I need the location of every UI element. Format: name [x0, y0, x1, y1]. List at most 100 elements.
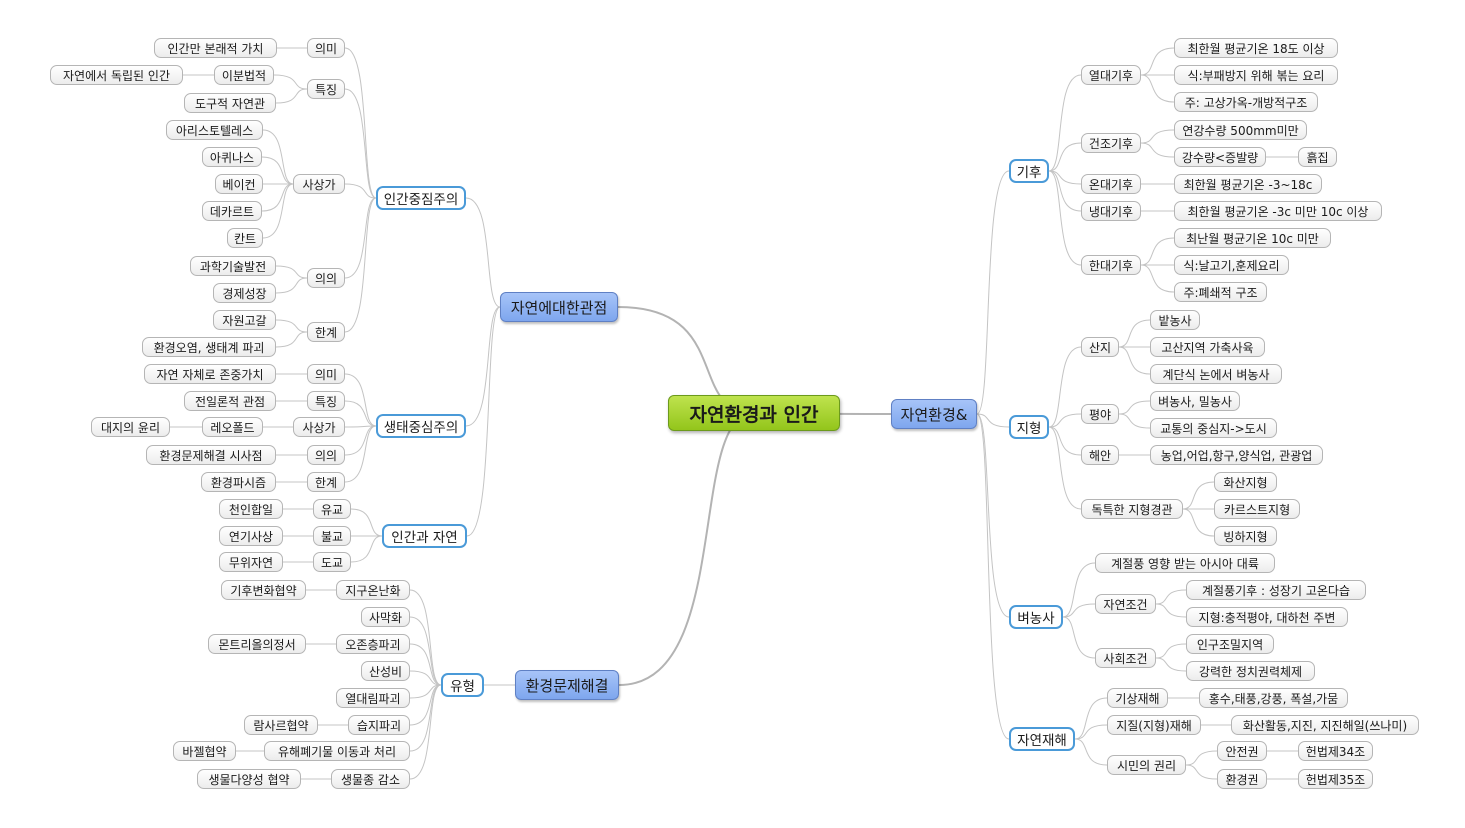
topic-anthropocentrism[interactable]: 인간중짐주의	[376, 186, 466, 210]
node-holistic-view[interactable]: 전일론적 관점	[184, 391, 276, 411]
node-species-decline[interactable]: 생물종 감소	[331, 769, 410, 789]
node-acid-rain[interactable]: 산성비	[361, 661, 410, 681]
topic-natural-disaster[interactable]: 자연재해	[1009, 727, 1075, 751]
node-ozone-depletion[interactable]: 오존층파괴	[336, 634, 410, 654]
node-resource-depletion[interactable]: 자원고갈	[213, 310, 276, 330]
node-dry-climate[interactable]: 건조기후	[1081, 133, 1141, 153]
node-dry-field-farming[interactable]: 밭농사	[1150, 310, 1200, 330]
node-flood-typhoon[interactable]: 홍수,태풍,강풍, 폭설,가뭄	[1199, 688, 1348, 708]
branch-natural-env[interactable]: 자연환경&	[891, 399, 977, 429]
node-thinkers[interactable]: 사상가	[293, 174, 345, 194]
node-limit[interactable]: 한계	[307, 472, 345, 492]
node-wuwei-nature[interactable]: 무위자연	[219, 552, 283, 572]
node-volcano-earthquake[interactable]: 화산활동,지진, 지진해일(쓰나미)	[1231, 715, 1419, 735]
node-tech-development[interactable]: 과학기술발전	[190, 256, 276, 276]
node-cold-temp[interactable]: 최한월 평균기온 -3c 미만 10c 이상	[1174, 201, 1382, 221]
node-meaning[interactable]: 의미	[307, 364, 345, 384]
node-volcanic[interactable]: 화산지형	[1214, 472, 1277, 492]
node-eco-fascism[interactable]: 환경파시즘	[201, 472, 276, 492]
node-safety-right[interactable]: 안전권	[1217, 741, 1267, 761]
node-taoism[interactable]: 도교	[313, 552, 351, 572]
node-polar-climate[interactable]: 한대기후	[1081, 255, 1141, 275]
node-environment-right[interactable]: 환경권	[1217, 769, 1267, 789]
node-tropical-temp[interactable]: 최한월 평균기온 18도 이상	[1174, 38, 1338, 58]
node-montreal-protocol[interactable]: 몬트리올의정서	[208, 634, 306, 654]
node-desertification[interactable]: 사막화	[361, 607, 410, 627]
node-rice-wheat[interactable]: 벼농사, 밀농사	[1150, 391, 1240, 411]
topic-human-and-nature[interactable]: 인간과 자연	[382, 524, 467, 548]
node-intrinsic-value[interactable]: 인간만 본래적 가치	[154, 38, 277, 58]
node-basel-convention[interactable]: 바젤협약	[173, 741, 236, 761]
node-unique-landscape[interactable]: 독특한 지형경관	[1081, 499, 1183, 519]
node-land-ethic[interactable]: 대지의 윤리	[91, 417, 170, 437]
node-citizen-rights[interactable]: 시민의 권리	[1107, 755, 1186, 775]
node-significance[interactable]: 의의	[307, 268, 345, 288]
node-dry-evaporation[interactable]: 강수량<증발량	[1174, 147, 1266, 167]
node-feature[interactable]: 특징	[307, 391, 345, 411]
node-thinkers[interactable]: 사상가	[293, 417, 345, 437]
node-meaning[interactable]: 의미	[307, 38, 345, 58]
node-hazardous-waste[interactable]: 유해폐기물 이동과 처리	[264, 741, 410, 761]
node-bacon[interactable]: 베이컨	[215, 174, 263, 194]
node-constitution-34[interactable]: 헌법제34조	[1298, 741, 1373, 761]
node-tropical-climate[interactable]: 열대기후	[1081, 65, 1141, 85]
node-glacial[interactable]: 빙하지형	[1214, 526, 1277, 546]
node-biodiversity-convention[interactable]: 생물다양성 협약	[197, 769, 301, 789]
node-alluvial-plain[interactable]: 지형:충적평야, 대하천 주변	[1186, 607, 1348, 627]
node-cold-climate[interactable]: 냉대기후	[1081, 201, 1141, 221]
node-wetland-destruction[interactable]: 습지파괴	[348, 715, 410, 735]
node-polar-temp[interactable]: 최난월 평균기온 10c 미만	[1174, 228, 1331, 248]
node-feature[interactable]: 특징	[307, 79, 345, 99]
node-polar-house[interactable]: 주:폐쇄적 구조	[1174, 282, 1267, 302]
node-strong-political-power[interactable]: 강력한 정치권력체제	[1186, 661, 1315, 681]
node-aristotle[interactable]: 아리스토텔레스	[166, 120, 263, 140]
node-global-warming[interactable]: 지구온난화	[336, 580, 410, 600]
node-descartes[interactable]: 데카르트	[202, 201, 262, 221]
node-economic-growth[interactable]: 경제성장	[213, 283, 276, 303]
node-aquinas[interactable]: 아퀴나스	[202, 147, 262, 167]
node-leopold[interactable]: 레오폴드	[202, 417, 263, 437]
node-tropical-food[interactable]: 식:부패방지 위해 볶는 요리	[1174, 65, 1338, 85]
node-karst[interactable]: 카르스트지형	[1214, 499, 1300, 519]
node-geological-disaster[interactable]: 지질(지형)재해	[1107, 715, 1201, 735]
topic-climate[interactable]: 기후	[1009, 159, 1049, 183]
node-weather-disaster[interactable]: 기상재해	[1107, 688, 1168, 708]
node-ramsar-convention[interactable]: 람사르협약	[244, 715, 318, 735]
topic-ecocentrism[interactable]: 생태중심주의	[376, 414, 466, 438]
branch-env-problem[interactable]: 환경문제해결	[515, 670, 619, 700]
node-tropical-house[interactable]: 주: 고상가옥-개방적구조	[1174, 92, 1318, 112]
node-climate-treaty[interactable]: 기후변화협약	[221, 580, 306, 600]
node-transport-city[interactable]: 교통의 중심지->도시	[1150, 418, 1277, 438]
node-monsoon-climate[interactable]: 계절풍기후 : 성장기 고온다습	[1186, 580, 1366, 600]
node-terrace-rice[interactable]: 계단식 논에서 벼농사	[1150, 364, 1282, 384]
node-temperate-temp[interactable]: 최한월 평균기온 -3~18c	[1174, 174, 1322, 194]
central-topic[interactable]: 자연환경과 인간	[668, 395, 840, 431]
node-respect-value[interactable]: 자연 자체로 존중가치	[144, 364, 276, 384]
node-dualism[interactable]: 이분법적	[214, 65, 274, 85]
topic-problem-types[interactable]: 유형	[441, 673, 484, 697]
node-mud-house[interactable]: 흙집	[1298, 147, 1337, 167]
node-plain[interactable]: 평야	[1081, 404, 1119, 424]
node-social-conditions[interactable]: 사회조건	[1095, 648, 1156, 668]
branch-nature-view[interactable]: 자연에대한관점	[500, 292, 618, 322]
node-limit[interactable]: 한계	[307, 322, 345, 342]
node-coast[interactable]: 해안	[1081, 445, 1119, 465]
topic-rice-farming[interactable]: 벼농사	[1009, 605, 1063, 629]
node-dependent-origination[interactable]: 연기사상	[219, 526, 283, 546]
node-dense-population[interactable]: 인구조밀지역	[1186, 634, 1274, 654]
node-unity-heaven-human[interactable]: 천인합일	[219, 499, 283, 519]
node-buddhism[interactable]: 불교	[313, 526, 351, 546]
node-kant[interactable]: 칸트	[227, 228, 263, 248]
node-monsoon-asia[interactable]: 계절풍 영향 받는 아시아 대륙	[1095, 553, 1275, 573]
node-significance[interactable]: 의의	[307, 445, 345, 465]
node-dry-precip[interactable]: 연강수량 500mm미만	[1174, 120, 1307, 140]
node-mountain[interactable]: 산지	[1081, 337, 1119, 357]
node-confucianism[interactable]: 유교	[313, 499, 351, 519]
node-independent-human[interactable]: 자연에서 독립된 인간	[50, 65, 183, 85]
node-pollution[interactable]: 환경오염, 생태계 파괴	[142, 337, 276, 357]
node-polar-food[interactable]: 식:날고기,훈제요리	[1174, 255, 1289, 275]
node-instrumental-view[interactable]: 도구적 자연관	[184, 93, 276, 113]
node-constitution-35[interactable]: 헌법제35조	[1298, 769, 1373, 789]
node-env-solution-hint[interactable]: 환경문제해결 시사점	[146, 445, 276, 465]
topic-terrain[interactable]: 지형	[1009, 415, 1049, 439]
